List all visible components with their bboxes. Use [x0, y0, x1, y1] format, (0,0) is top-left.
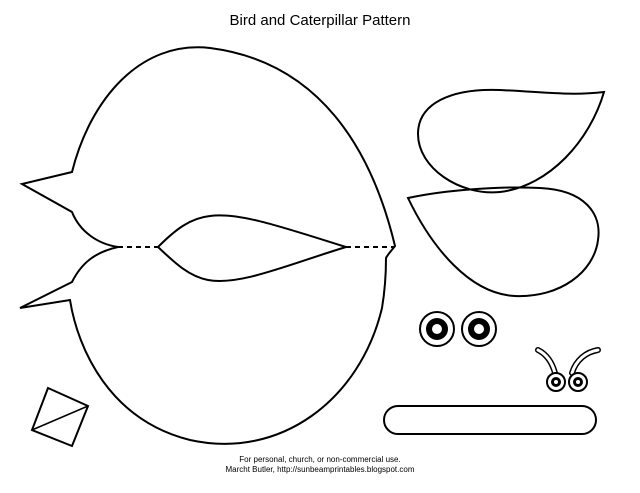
bird-body-outline	[19, 46, 397, 445]
antenna-left-inner	[536, 348, 557, 375]
wing-lower-piece	[406, 186, 600, 298]
footer-license: For personal, church, or non-commercial …	[239, 455, 401, 464]
bird-eye-left	[419, 311, 455, 347]
page-title: Bird and Caterpillar Pattern	[229, 12, 411, 29]
antenna-right-inner	[570, 348, 600, 375]
footer: For personal, church, or non-commercial …	[0, 455, 640, 475]
caterpillar-head	[535, 347, 601, 392]
caterpillar-body-piece	[383, 405, 597, 435]
footer-credit: Marcht Butler, http://sunbeamprintables.…	[225, 465, 415, 474]
bird-eyes	[419, 311, 497, 347]
bird-body-piece	[19, 46, 397, 445]
kite-square-piece	[30, 386, 90, 448]
kite-diagonal	[31, 405, 89, 431]
bird-center-cutout	[156, 214, 350, 282]
wing-upper-piece	[416, 88, 606, 194]
bird-eye-right	[461, 311, 497, 347]
